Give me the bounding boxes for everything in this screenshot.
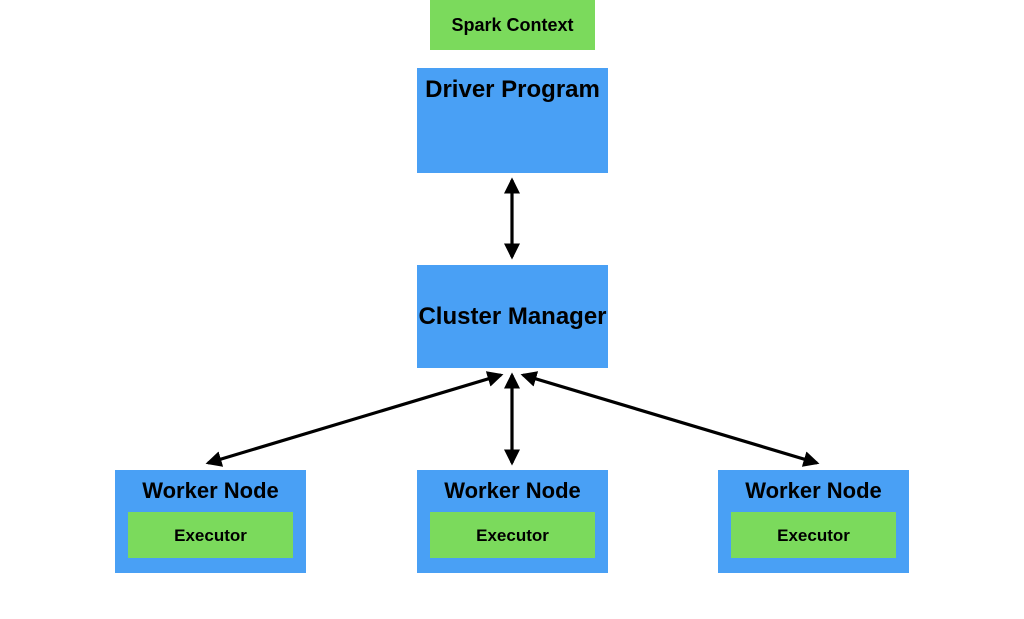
executor-label-2: Executor [476,525,549,545]
worker-node-2-label: Worker Node [444,478,581,503]
cluster-manager-label: Cluster Manager [418,302,607,330]
spark-context-label: Spark Context [451,15,574,35]
worker-node-3-label: Worker Node [745,478,882,503]
executor-label-1: Executor [174,525,247,545]
executor-box-1[interactable]: Executor [128,512,293,558]
worker-node-2[interactable]: Worker Node Executor [417,470,608,573]
connector-cluster-manager-to-worker-3 [520,371,820,467]
cluster-manager-node[interactable]: Cluster Manager [417,265,608,368]
worker-node-1[interactable]: Worker Node Executor [115,470,306,573]
executor-label-3: Executor [777,525,850,545]
spark-context-box[interactable]: Spark Context [430,0,595,50]
worker-node-1-label: Worker Node [142,478,279,503]
driver-program-node[interactable]: Driver Program Spark Context [417,0,608,173]
executor-box-2[interactable]: Executor [430,512,595,558]
worker-node-3[interactable]: Worker Node Executor [718,470,909,573]
driver-program-label: Driver Program [425,76,600,103]
connector-cluster-manager-to-worker-1 [205,371,504,467]
executor-box-3[interactable]: Executor [731,512,896,558]
